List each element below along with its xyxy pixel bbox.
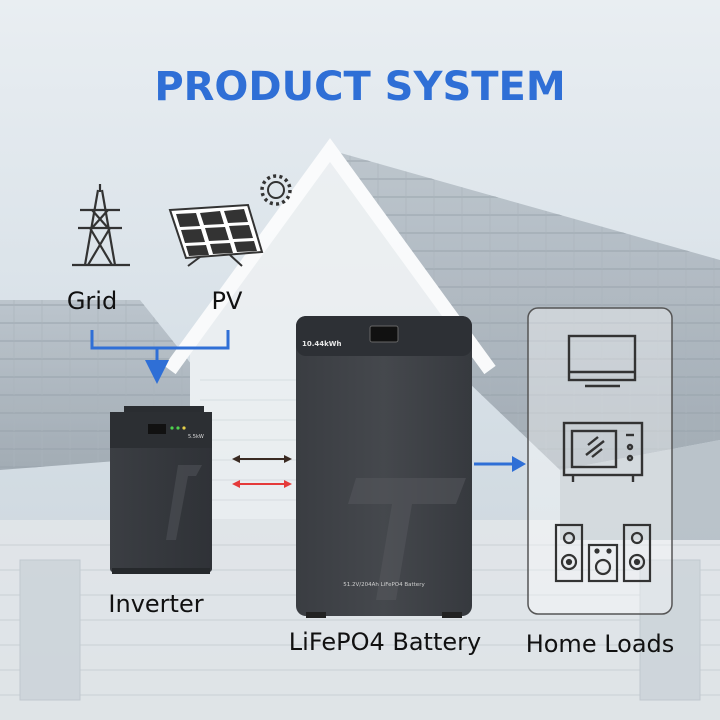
page-title: PRODUCT SYSTEM [154, 64, 565, 110]
inverter-label: Inverter [108, 590, 203, 618]
inverter-rating: 5.5kW [188, 434, 204, 440]
transmission-tower-icon [72, 184, 130, 267]
home-loads-label: Home Loads [526, 630, 675, 658]
inverter-screen [148, 424, 166, 434]
inverter-device: 5.5kW [110, 406, 212, 574]
battery-capacity: 10.44kWh [302, 340, 342, 348]
battery-device: 10.44kWh 51.2V/204Ah LiFePO4 Battery [296, 316, 472, 618]
battery-spec: 51.2V/204Ah LiFePO4 Battery [343, 582, 425, 588]
battery-to-loads-arrow [474, 456, 526, 472]
sun-icon [260, 174, 292, 206]
grid-pv-connector [90, 330, 230, 384]
microwave-icon [562, 421, 644, 482]
solar-panel-icon [168, 203, 264, 267]
pv-label: PV [212, 287, 243, 315]
inverter-battery-arrows [232, 455, 292, 488]
tv-icon [567, 334, 637, 388]
grid-label: Grid [67, 287, 117, 315]
speaker-system-icon [554, 523, 652, 583]
battery-label: LiFePO4 Battery [289, 628, 481, 656]
